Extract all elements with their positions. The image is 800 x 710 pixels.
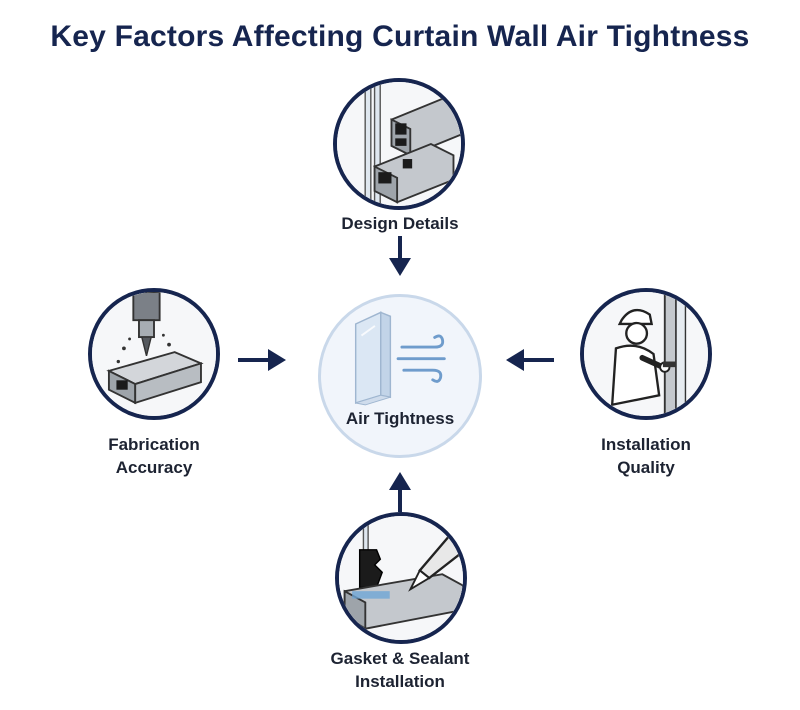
arrow-right-icon bbox=[238, 349, 286, 371]
arrow-up-icon bbox=[389, 472, 411, 512]
gasket-sealant-circle bbox=[335, 512, 467, 644]
glass-panel-wind-icon bbox=[354, 311, 446, 406]
center-label: Air Tightness bbox=[345, 409, 455, 428]
fabrication-accuracy-circle bbox=[88, 288, 220, 420]
page-title: Key Factors Affecting Curtain Wall Air T… bbox=[50, 20, 750, 53]
factor-label-bottom: Gasket & Sealant Installation bbox=[330, 649, 470, 691]
design-details-circle bbox=[333, 78, 465, 210]
drill-machining-icon bbox=[92, 292, 216, 416]
factor-label-right: Installation Quality bbox=[601, 435, 691, 477]
arrow-left-icon bbox=[506, 349, 554, 371]
arrow-down-icon bbox=[389, 236, 411, 276]
air-tightness-hub bbox=[318, 294, 482, 458]
factor-label-top: Design Details bbox=[341, 214, 459, 233]
aluminum-profile-icon bbox=[337, 82, 461, 206]
factor-label-left: Fabrication Accuracy bbox=[108, 435, 200, 477]
installation-quality-circle bbox=[580, 288, 712, 420]
installer-worker-icon bbox=[584, 292, 708, 416]
sealant-gun-gasket-icon bbox=[339, 516, 463, 640]
